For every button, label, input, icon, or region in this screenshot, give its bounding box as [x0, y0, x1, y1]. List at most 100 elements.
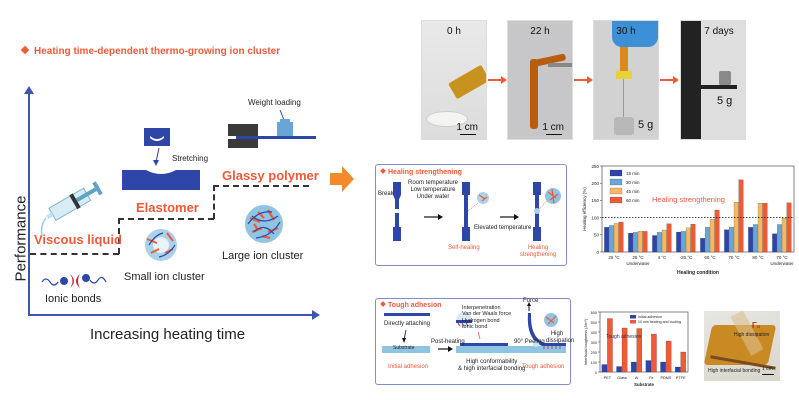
stretching-label: Stretching	[172, 154, 209, 163]
y-tick-label: 100	[591, 361, 597, 365]
scale-bar	[762, 374, 774, 375]
y-tick-label: 0	[596, 250, 599, 255]
bar	[733, 202, 739, 253]
high-conformability-label: High conformability & high interfacial b…	[458, 359, 526, 372]
peeling-label: 90° Peeling	[514, 339, 545, 345]
x-tick-label: Glass	[617, 376, 627, 380]
step-riser-1	[118, 218, 120, 254]
left-panel-title: Heating time-dependent thermo-growing io…	[20, 45, 280, 57]
legend-swatch	[609, 169, 623, 177]
dish-image	[426, 111, 468, 127]
ionic-bonds-icon	[41, 274, 107, 288]
y-tick-label: 200	[591, 351, 597, 355]
y-axis-label: Performance	[12, 195, 30, 282]
photo-7days: 7 days 5 g	[680, 20, 746, 140]
x-axis	[28, 314, 314, 316]
x-tick-label: 80 °C	[752, 255, 764, 260]
scale-label: 1 cm	[762, 366, 773, 372]
legend-label: 60 min	[626, 198, 640, 203]
y-tick-label: 500	[591, 321, 597, 325]
large-ion-cluster-label: Large ion cluster	[222, 250, 304, 262]
chart-annotation: Healing strengthening	[652, 195, 725, 204]
x-tick-label: 70 °C	[728, 255, 740, 260]
photo-caption: 7 days	[704, 26, 734, 37]
photo-caption: 0 h	[447, 26, 461, 37]
substrate-label: Substrate	[393, 345, 415, 351]
clamp-image	[681, 21, 701, 139]
y-tick-label: 100	[591, 215, 599, 220]
adhesion-photo: Γ₀ High dissipation High interfacial bon…	[704, 311, 780, 381]
photo-caption: 22 h	[530, 26, 550, 37]
x-tick-label-sub: Underwater	[626, 261, 650, 266]
x-axis-label: Increasing heating time	[90, 326, 246, 343]
bar	[637, 231, 643, 253]
big-arrow-icon	[330, 166, 354, 192]
self-healing-label: Self-healing	[448, 245, 480, 251]
force-label: Force	[523, 298, 539, 304]
high-dissipation-label: High dissipation	[546, 331, 575, 344]
legend-label: 10 min heating and cooling	[638, 320, 681, 324]
y-tick-label: 150	[591, 198, 599, 203]
bar	[772, 233, 777, 253]
legend-label: Initial adhesion	[638, 315, 662, 319]
bar	[618, 221, 624, 253]
adhesion-schematic	[382, 302, 566, 353]
bar	[709, 219, 715, 253]
large-ion-cluster-icon	[245, 205, 283, 243]
bar	[621, 327, 628, 373]
y-axis	[28, 92, 30, 315]
bar	[609, 225, 614, 253]
bar	[777, 224, 782, 253]
bar	[636, 328, 642, 373]
legend-swatch	[630, 315, 636, 319]
tweezers-image	[548, 63, 572, 67]
sample-image	[620, 47, 628, 73]
directly-attaching-label: Directly attaching	[384, 321, 431, 327]
bar	[631, 361, 637, 373]
bar	[748, 227, 753, 253]
bar	[657, 232, 662, 253]
legend-label: 15 min	[626, 171, 640, 176]
bar	[753, 224, 758, 253]
sample-image	[530, 59, 538, 129]
small-ion-cluster-icon	[145, 229, 177, 261]
bar	[680, 351, 686, 373]
bar	[661, 229, 667, 253]
high-interfacial-bonding-label: High interfacial bonding	[708, 368, 761, 374]
x-tick-label: PDMS	[661, 376, 672, 380]
y-axis-arrow-icon	[24, 86, 34, 94]
x-tick-label: 25 °C	[608, 255, 620, 260]
bar	[628, 232, 634, 253]
ionic-bonds-label: Ionic bonds	[45, 293, 102, 305]
x-tick-label: Fe	[649, 376, 653, 380]
weight-label: 5 g	[638, 119, 654, 131]
y-tick-label: 50	[594, 233, 600, 238]
y-tick-label: 300	[591, 341, 597, 345]
mechanisms-list: Interpenetration Van der Waals force Hyd…	[462, 305, 512, 330]
photo-arrow-1	[488, 76, 507, 84]
diamond-icon	[20, 45, 30, 55]
syringe-image	[448, 64, 486, 100]
photo-arrow-2	[574, 76, 593, 84]
bar	[651, 333, 657, 373]
x-axis-label: Healing condition	[677, 270, 719, 276]
bar	[633, 232, 638, 253]
bar	[613, 223, 619, 253]
break-label: Break	[378, 191, 394, 197]
chart-annotation: Tough adhesion	[606, 334, 642, 340]
bar	[616, 366, 622, 373]
bar	[645, 360, 652, 373]
bar	[676, 231, 682, 253]
bar	[660, 361, 666, 373]
x-tick-label: 60 °C	[704, 255, 716, 260]
step-line-2	[118, 218, 214, 220]
stage-viscous-liquid: Viscous liquid	[34, 232, 122, 247]
weight-image	[614, 117, 634, 135]
bar	[604, 227, 609, 253]
legend-swatch	[630, 320, 636, 324]
photo-caption: 30 h	[616, 26, 636, 37]
gamma-label: Γ₀	[752, 321, 761, 330]
legend-swatch	[609, 196, 623, 204]
x-axis-arrow-icon	[312, 310, 320, 320]
